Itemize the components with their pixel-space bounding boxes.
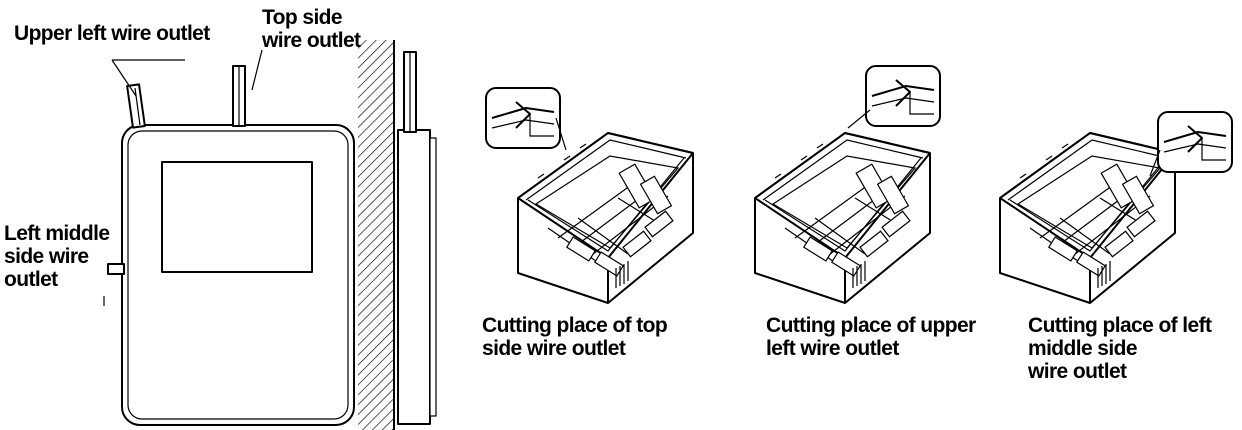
- callout-left-middle-outlet: [1149, 111, 1233, 177]
- controller-front-view: [121, 124, 355, 426]
- label-cutting-place-left-middle: Cutting place of left middle side wire o…: [1028, 314, 1212, 383]
- upper-left-wire: [111, 59, 185, 129]
- label-upper-left-wire-outlet: Upper left wire outlet: [14, 22, 210, 45]
- left-middle-wire: [103, 263, 125, 306]
- label-cutting-place-upper-left: Cutting place of upper left wire outlet: [766, 314, 976, 360]
- callout-upper-left-outlet: [847, 65, 941, 129]
- box-upper-left-outlet: [754, 132, 931, 304]
- label-left-middle-side-wire-outlet: Left middle side wire outlet: [4, 222, 110, 291]
- top-side-wire: [232, 49, 263, 127]
- callout-top-outlet: [485, 87, 567, 151]
- wall-side-view: [358, 40, 437, 430]
- label-cutting-place-top: Cutting place of top side wire outlet: [482, 314, 668, 360]
- box-top-outlet: [517, 132, 694, 304]
- box-left-middle-outlet: [999, 132, 1176, 304]
- label-top-side-wire-outlet: Top side wire outlet: [262, 6, 361, 52]
